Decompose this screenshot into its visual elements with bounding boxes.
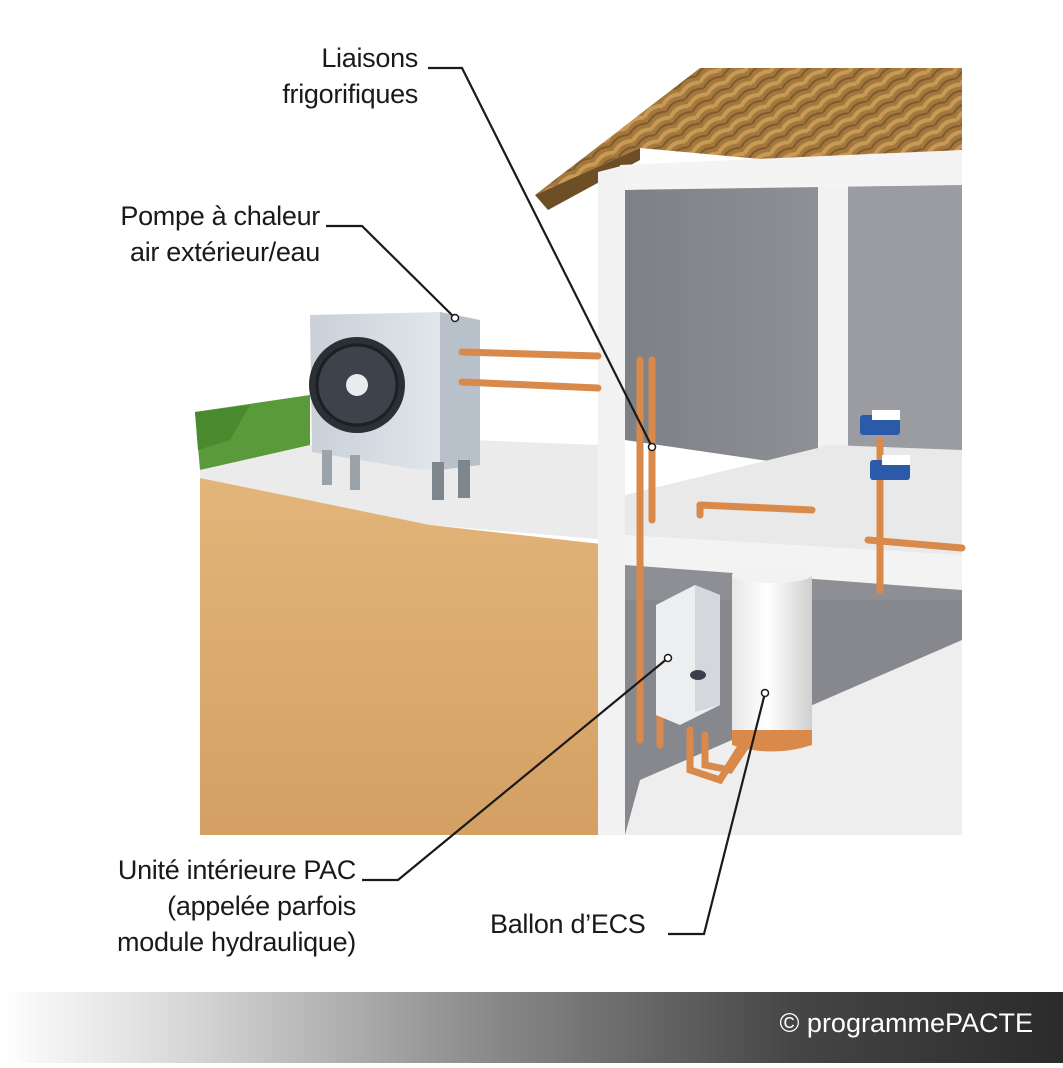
outdoor-heat-pump-unit <box>309 312 480 500</box>
leader-line-indoor-unit <box>362 657 669 882</box>
leader-line-outdoor-heat-pump <box>326 224 456 319</box>
label-line: (appelée parfois <box>167 891 356 921</box>
label-indoor-unit: Unité intérieure PAC (appelée parfois mo… <box>117 852 356 960</box>
leader-dot-outdoor-heat-pump <box>450 313 460 323</box>
label-refrigerant-lines: Liaisons frigorifiques <box>282 40 418 112</box>
copyright-text: © programmePACTE <box>779 1008 1033 1038</box>
label-line: Pompe à chaleur <box>120 201 320 231</box>
label-line: frigorifiques <box>282 79 418 109</box>
label-line: Liaisons <box>321 43 418 73</box>
label-dhw-tank: Ballon d’ECS <box>490 906 646 942</box>
leader-dots <box>450 313 770 698</box>
footer-bar: © programmePACTE <box>0 992 1063 1063</box>
garden-ground <box>195 395 610 835</box>
label-outdoor-heat-pump: Pompe à chaleur air extérieur/eau <box>120 198 320 270</box>
leader-dot-indoor-unit <box>663 653 673 663</box>
dhw-tank <box>732 567 812 752</box>
leader-dot-dhw-tank <box>760 688 770 698</box>
heating-manifold <box>860 410 910 480</box>
leader-line-refrigerant-lines <box>428 66 653 448</box>
label-line: air extérieur/eau <box>129 237 320 267</box>
indoor-unit-module <box>656 585 720 725</box>
leader-lines <box>326 66 767 936</box>
label-line: module hydraulique) <box>117 927 356 957</box>
leader-dot-refrigerant-lines <box>647 442 657 452</box>
label-line: Unité intérieure PAC <box>117 855 356 885</box>
label-line: Ballon d’ECS <box>490 909 646 939</box>
leader-line-dhw-tank <box>668 692 767 936</box>
